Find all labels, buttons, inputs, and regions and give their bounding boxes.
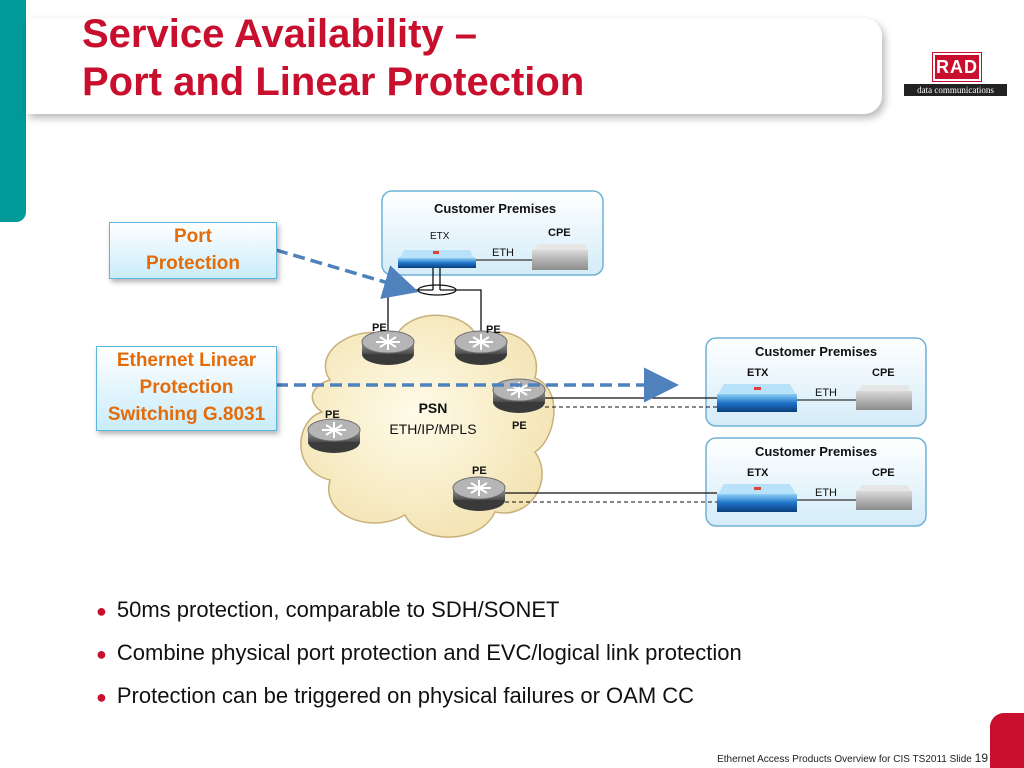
etx-device-mid: [717, 384, 797, 412]
slide-title: Service Availability – Port and Linear P…: [82, 10, 584, 106]
port-protection-arrow: [275, 248, 419, 299]
premises-mid-cpe-label: CPE: [872, 367, 895, 379]
pe-label-right: PE: [512, 420, 527, 432]
premises-bottom-eth-label: ETH: [815, 487, 837, 499]
pe-router-top-right: [454, 330, 508, 365]
pe-label-top-left: PE: [372, 322, 387, 334]
pe-router-bottom: [452, 476, 506, 511]
pe-label-left: PE: [325, 409, 340, 421]
pe-router-left: [307, 418, 361, 453]
bullet-icon: ●: [96, 644, 107, 664]
bullet-list: ●50ms protection, comparable to SDH/SONE…: [96, 590, 742, 719]
bullet-icon: ●: [96, 601, 107, 621]
pe-router-top-left: [361, 330, 415, 365]
port-protection-callout: Port Protection: [109, 222, 277, 279]
bullet-icon: ●: [96, 687, 107, 707]
premises-bottom-title: Customer Premises: [755, 444, 877, 459]
footer-text: Ethernet Access Products Overview for CI…: [717, 754, 972, 765]
title-line-2: Port and Linear Protection: [82, 60, 585, 104]
access-links: [505, 397, 717, 494]
pe-router-right: [492, 378, 546, 413]
bullet-item: ●Protection can be triggered on physical…: [96, 683, 695, 708]
linear-protection-callout: Ethernet Linear Protection Switching G.8…: [96, 346, 277, 431]
premises-mid-etx-label: ETX: [747, 367, 769, 379]
slide-footer: Ethernet Access Products Overview for CI…: [717, 751, 988, 765]
premises-top-cpe-label: CPE: [548, 227, 571, 239]
accent-bar: [0, 0, 26, 222]
rad-logo-subtitle: data communications: [904, 84, 1007, 96]
premises-mid-title: Customer Premises: [755, 344, 877, 359]
corner-tab: [990, 713, 1024, 768]
premises-top-title: Customer Premises: [434, 201, 556, 216]
cpe-device-bottom: [856, 485, 912, 510]
psn-sublabel: ETH/IP/MPLS: [389, 421, 476, 437]
premises-top-etx-label: ETX: [430, 231, 450, 242]
cpe-device-top: [532, 244, 588, 270]
premises-bottom-cpe-label: CPE: [872, 467, 895, 479]
psn-label: PSN: [419, 400, 448, 416]
pe-label-top-right: PE: [486, 324, 501, 336]
pe-label-bottom: PE: [472, 465, 487, 477]
premises-bottom-etx-label: ETX: [747, 467, 769, 479]
title-line-1: Service Availability –: [82, 12, 478, 56]
cpe-device-mid: [856, 385, 912, 410]
etx-device-bottom: [717, 484, 797, 512]
protection-paths: [505, 406, 717, 503]
bullet-item: ●Combine physical port protection and EV…: [96, 640, 742, 665]
premises-top-eth-label: ETH: [492, 247, 514, 259]
etx-device-top: [398, 250, 476, 268]
slide-number: 19: [974, 751, 988, 765]
bullet-item: ●50ms protection, comparable to SDH/SONE…: [96, 597, 560, 622]
title-panel: [26, 18, 882, 114]
rad-logo: RAD: [932, 52, 982, 82]
premises-mid-eth-label: ETH: [815, 387, 837, 399]
